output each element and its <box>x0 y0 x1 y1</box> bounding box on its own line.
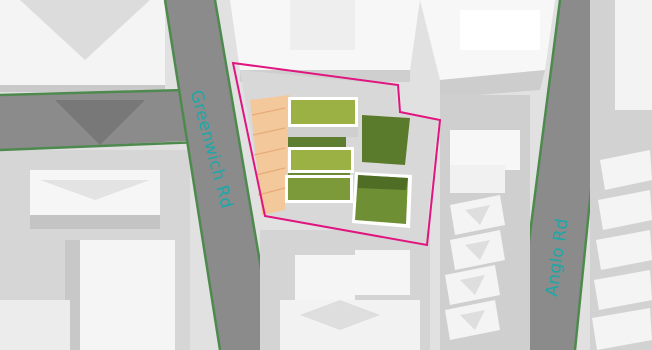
green-roofs-west <box>285 97 358 203</box>
buildings-bottom-left <box>0 150 190 350</box>
buildings-top-middle <box>230 0 555 98</box>
green-roofs-east <box>352 115 412 228</box>
buildings-bottom-middle <box>260 230 430 350</box>
buildings-top-left <box>0 0 165 92</box>
site-building <box>231 61 442 247</box>
site-boundary <box>231 61 442 247</box>
terrace-west <box>250 95 290 215</box>
terrace-houses-far-east <box>590 0 652 350</box>
terrace-houses-east <box>440 95 530 350</box>
